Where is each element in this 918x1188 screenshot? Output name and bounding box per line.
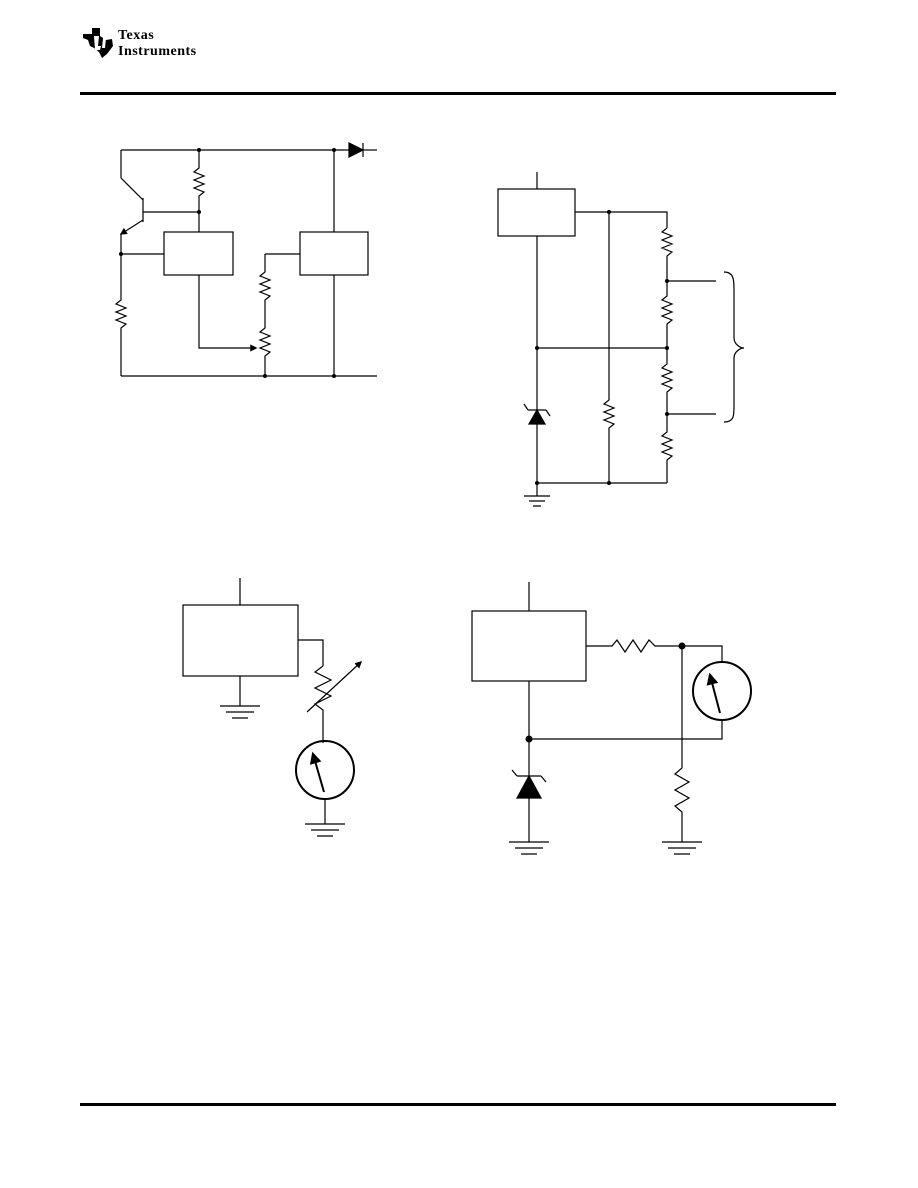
ground-symbol-2 — [305, 823, 345, 837]
zener-meter-circuit — [471, 582, 752, 855]
resistor-left — [114, 254, 128, 376]
meter-needle — [309, 751, 325, 793]
meter-gauge — [692, 661, 752, 721]
header-rule — [80, 92, 836, 95]
logo-text-texas: Texas — [118, 28, 155, 43]
junction-dots — [525, 642, 686, 743]
series-resistor — [586, 638, 723, 662]
ti-logo: Texas Instruments — [80, 24, 230, 62]
pass-transistor — [119, 177, 199, 254]
texas-state-icon — [83, 28, 113, 58]
resistor-pot-string — [258, 254, 272, 376]
brace — [723, 271, 745, 423]
meter-needle — [706, 672, 721, 714]
ic-block-1 — [163, 231, 234, 276]
variable-resistor-meter-circuit — [182, 578, 363, 837]
ic-block-3 — [497, 188, 576, 237]
tap-wires — [667, 280, 716, 415]
ground-symbol — [524, 495, 550, 507]
variable-arrow — [306, 661, 363, 713]
resistor-string — [660, 227, 674, 483]
zener-diode — [523, 403, 551, 425]
junction-dots — [119, 148, 336, 378]
logo-text-instruments: Instruments — [118, 44, 197, 59]
shunt-resistor — [673, 646, 691, 842]
ic-block-5 — [471, 610, 587, 682]
transistor-regulator-circuit — [114, 142, 377, 378]
wire-meter-return — [529, 720, 723, 740]
variable-resistor — [313, 665, 333, 743]
footer-rule — [80, 1103, 836, 1106]
top-rail-wire — [120, 149, 343, 178]
wire-to-varistor — [298, 639, 324, 666]
wire-output — [575, 211, 668, 228]
ic-block-2 — [299, 231, 369, 276]
input-diode — [343, 142, 377, 158]
ground-symbol-3 — [509, 841, 549, 855]
junction-dots — [535, 210, 669, 485]
resistor-middle — [602, 212, 616, 483]
ground-symbol-1 — [220, 705, 260, 719]
meter-gauge — [295, 740, 355, 800]
ground-symbol-4 — [662, 841, 702, 855]
ic-block-4 — [182, 604, 299, 677]
resistor-top — [192, 150, 206, 232]
wire-to-pot-wiper — [198, 275, 258, 352]
resistor-divider-circuit — [497, 172, 745, 507]
